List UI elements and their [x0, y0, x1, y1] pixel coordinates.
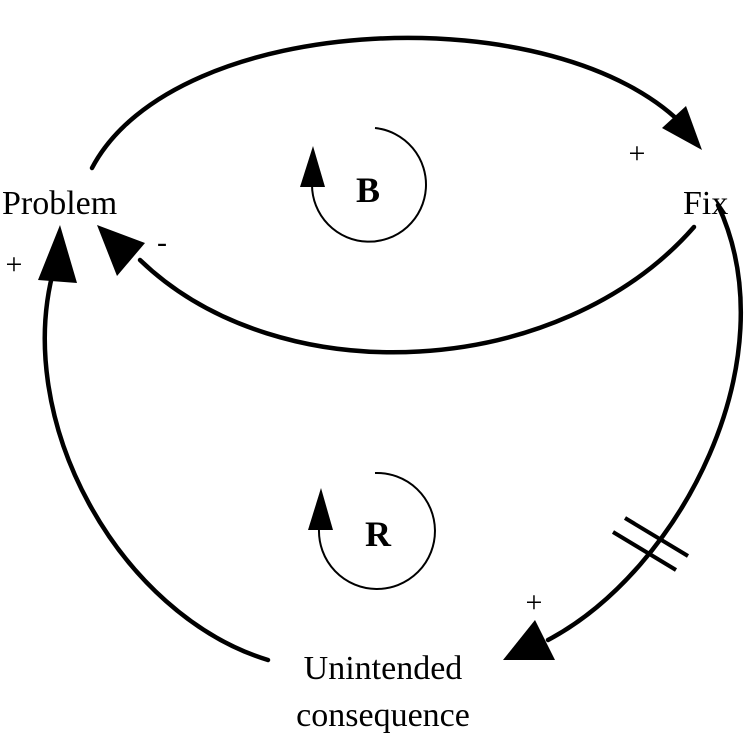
node-unintended-line2: consequence: [296, 697, 470, 734]
balancing-loop-arrowhead: [300, 146, 325, 187]
node-unintended-line1: Unintended: [304, 650, 463, 687]
node-fix: Fix: [683, 185, 728, 222]
reinforcing-loop-arc: [317, 471, 436, 590]
polarity-problem-to-fix: +: [629, 137, 646, 170]
link-problem-to-fix: [89, 35, 689, 171]
reinforcing-loop-label: R: [365, 514, 392, 554]
reinforcing-loop-arrowhead: [308, 488, 333, 530]
link-unintended-to-problem: [42, 262, 271, 663]
balancing-loop-label: B: [356, 170, 380, 210]
arrowhead-unintended: [503, 620, 555, 660]
arrowhead-problem-bottom: [38, 225, 77, 283]
link-fix-to-unintended: [545, 202, 743, 643]
delay-mark: [611, 516, 690, 572]
balancing-loop-arc: [311, 127, 427, 243]
polarity-fix-to-unintended: +: [526, 586, 543, 619]
polarity-fix-to-problem: -: [157, 226, 167, 259]
polarity-unintended-to-problem: +: [6, 248, 23, 281]
arrowhead-problem-top: [97, 225, 145, 276]
link-fix-to-problem: [137, 224, 697, 355]
node-problem: Problem: [2, 185, 117, 222]
arrowhead-fix: [662, 106, 702, 150]
